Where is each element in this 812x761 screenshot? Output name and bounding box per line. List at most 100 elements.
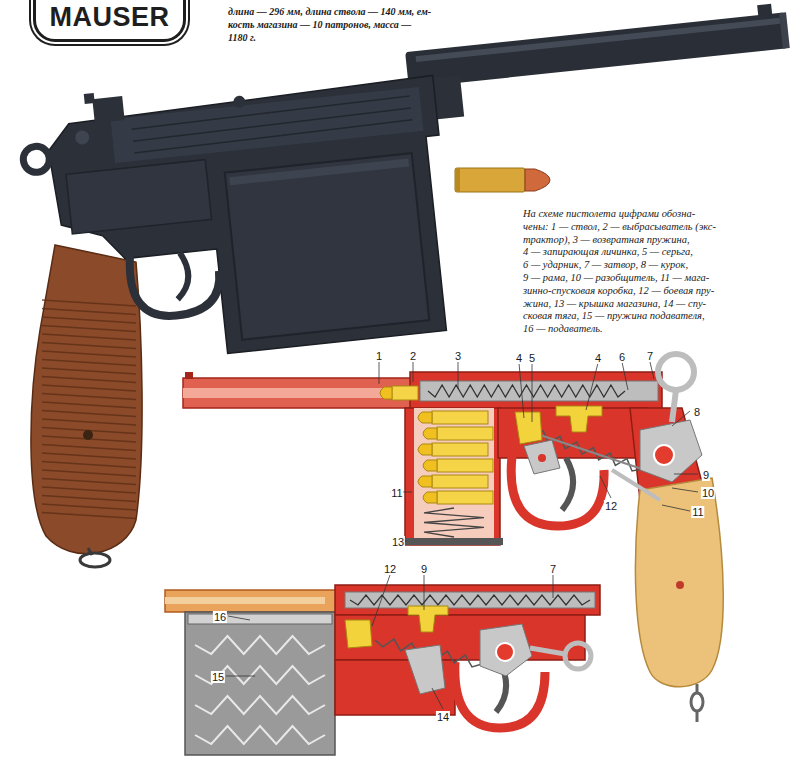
chamber-cartridge bbox=[392, 386, 418, 400]
wooden-grip bbox=[42, 394, 136, 400]
magazine-cartridges bbox=[437, 427, 493, 440]
leader-line bbox=[228, 616, 250, 620]
lower-cutaway bbox=[165, 590, 340, 612]
lower-cutaway bbox=[335, 585, 600, 615]
upper-cutaway bbox=[414, 408, 494, 538]
leader-line bbox=[674, 474, 698, 475]
lower-cutaway bbox=[480, 624, 532, 676]
callout-number-holder: 8 bbox=[693, 402, 701, 420]
leader-line bbox=[458, 362, 459, 389]
magazine-cartridges bbox=[423, 491, 493, 504]
wooden-grip bbox=[42, 462, 136, 468]
callout-number-holder: 14 bbox=[436, 707, 450, 725]
lower-cutaway bbox=[335, 615, 585, 660]
leader-line bbox=[532, 363, 533, 422]
callout-number: 12 bbox=[604, 500, 618, 512]
magazine-cartridges bbox=[423, 492, 437, 503]
callout-number: 12 bbox=[383, 563, 397, 575]
magazine-cartridges bbox=[418, 443, 488, 456]
pistol-body bbox=[84, 93, 95, 104]
callout-number: 4 bbox=[594, 352, 602, 364]
callout-number-holder: 3 bbox=[454, 346, 462, 364]
upper-cutaway bbox=[640, 420, 702, 482]
wooden-grip bbox=[42, 445, 136, 451]
callout-number: 1 bbox=[375, 350, 383, 362]
pistol-body bbox=[757, 4, 772, 16]
leader-line bbox=[372, 575, 390, 626]
pistol-body bbox=[15, 2, 812, 372]
lower-cutaway bbox=[496, 643, 514, 661]
wooden-grip bbox=[42, 496, 136, 502]
wooden-grip bbox=[42, 385, 136, 391]
magazine-cartridges bbox=[423, 428, 437, 439]
lower-cutaway bbox=[530, 648, 565, 654]
pistol-body bbox=[75, 130, 90, 145]
callout-number: 14 bbox=[436, 711, 450, 723]
upper-cutaway bbox=[672, 390, 676, 422]
spec-note: кость магазина — 10 патронов, масса — bbox=[228, 19, 411, 30]
callout-number-holder: 4 bbox=[594, 348, 602, 366]
wooden-grip bbox=[42, 309, 136, 315]
wooden-grip bbox=[42, 419, 136, 425]
magazine-cartridges bbox=[418, 475, 488, 488]
wooden-grip bbox=[42, 411, 136, 417]
lower-cutaway bbox=[165, 597, 325, 604]
legend-note: сковая тяга, 15 — пружина подавателя, bbox=[523, 310, 705, 321]
upper-cutaway bbox=[612, 470, 660, 500]
chamber-cartridge bbox=[380, 386, 418, 400]
legend-note: 9 — рама, 10 — разобщитель, 11 — мага- bbox=[523, 272, 709, 283]
pistol-body bbox=[45, 75, 460, 369]
pistol-body bbox=[173, 252, 191, 299]
upper-cutaway bbox=[424, 508, 484, 537]
wooden-grip bbox=[42, 504, 136, 510]
callout-number-holder: 4 bbox=[515, 348, 523, 366]
callout-number-holder: 1 bbox=[375, 346, 383, 364]
wooden-grip bbox=[42, 453, 136, 459]
follower-spring bbox=[195, 666, 325, 684]
magazine-cartridges bbox=[423, 459, 493, 472]
pistol-body bbox=[405, 12, 789, 88]
pistol-body bbox=[229, 158, 409, 185]
legend-note: трактор), 3 — возвратная пружина, bbox=[523, 234, 690, 245]
pistol-body bbox=[22, 145, 51, 174]
upper-cutaway bbox=[515, 412, 542, 444]
leader-line bbox=[672, 488, 698, 492]
wooden-grip bbox=[42, 334, 136, 340]
leader-line bbox=[672, 411, 690, 426]
upper-cutaway bbox=[405, 408, 500, 545]
wooden-grip bbox=[42, 402, 136, 408]
callout-number-holder: 10 bbox=[701, 483, 715, 501]
lower-cutaway bbox=[565, 643, 591, 669]
leader-line bbox=[662, 505, 690, 511]
upper-cutaway bbox=[183, 378, 415, 408]
legend-note: жина, 13 — крышка магазина, 14 — спу- bbox=[523, 298, 706, 309]
pistol-body bbox=[92, 96, 124, 123]
wooden-grip bbox=[42, 479, 136, 485]
callout-number: 11 bbox=[390, 487, 403, 499]
lower-cutaway bbox=[345, 592, 595, 608]
callout-number: 9 bbox=[420, 563, 428, 575]
upper-cutaway bbox=[524, 440, 560, 474]
legend-note: зинно-спусковая коробка, 12 — боевая пру… bbox=[523, 285, 714, 296]
magazine-cartridges bbox=[423, 427, 493, 440]
upper-cutaway bbox=[676, 581, 684, 589]
magazine-cartridges bbox=[418, 411, 493, 504]
follower-spring bbox=[195, 636, 325, 744]
callout-number-holder: 9 bbox=[420, 559, 428, 577]
magazine-cartridges bbox=[418, 476, 432, 487]
callout-number-holder: 7 bbox=[646, 346, 654, 364]
wooden-grip bbox=[31, 245, 142, 567]
callout-number: 7 bbox=[646, 350, 654, 362]
callout-number: 7 bbox=[549, 563, 557, 575]
upper-cutaway bbox=[696, 711, 699, 722]
wooden-grip bbox=[88, 548, 92, 555]
lower-cutaway bbox=[165, 585, 600, 755]
pistol-body bbox=[779, 12, 790, 49]
callout-number-holder: 2 bbox=[409, 346, 417, 364]
legend-note: На схеме пистолета цифрами обозна- bbox=[523, 208, 695, 219]
upper-cutaway bbox=[538, 454, 546, 462]
upper-cutaway bbox=[654, 445, 674, 465]
upper-cutaway bbox=[658, 354, 694, 390]
wooden-grip bbox=[42, 300, 136, 519]
